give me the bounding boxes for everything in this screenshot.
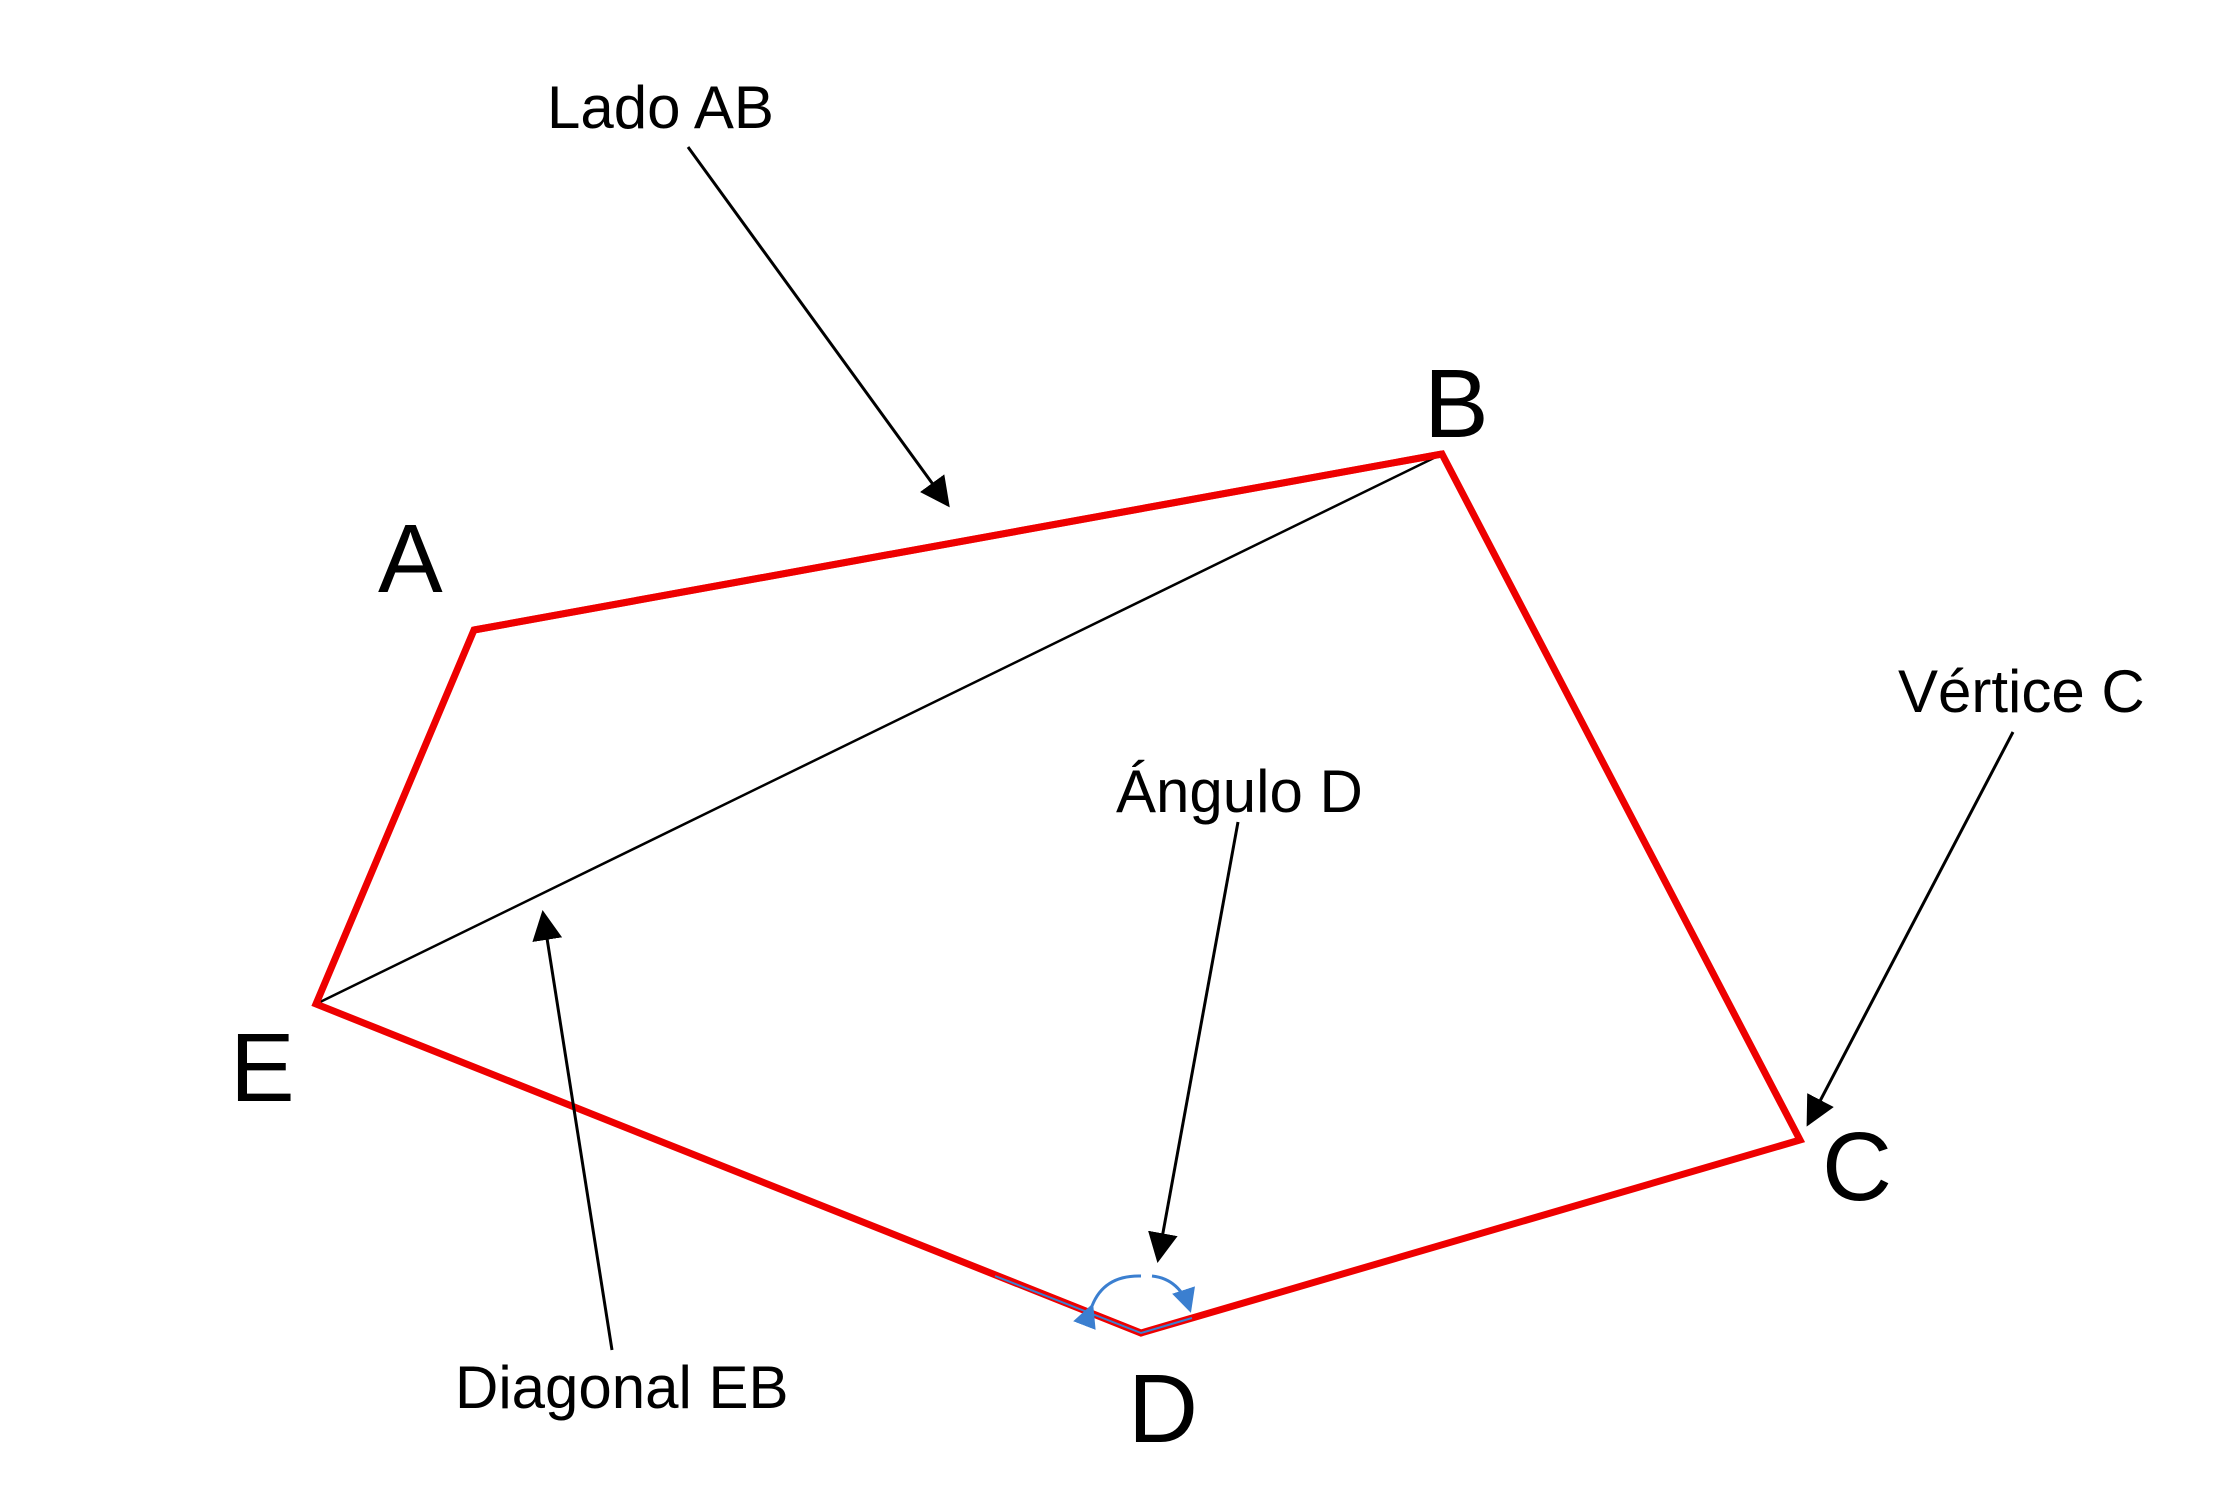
vertex-label-e: E <box>230 1013 295 1122</box>
label-side-ab: Lado AB <box>547 74 774 141</box>
arrow-diagonal-eb <box>532 910 614 1351</box>
angle-d-arc <box>1073 1274 1142 1330</box>
vertex-label-a: A <box>378 504 443 613</box>
pentagon-outline <box>311 450 1806 1337</box>
label-angle-d: Ángulo D <box>1116 758 1363 825</box>
angle-d-edge-highlight <box>994 1275 1193 1335</box>
vertex-label-b: B <box>1424 349 1489 458</box>
vertex-label-d: D <box>1128 1354 1198 1463</box>
label-diagonal-eb: Diagonal EB <box>455 1354 789 1421</box>
arrow-vertex-c <box>1806 731 2015 1127</box>
vertex-label-c: C <box>1822 1112 1892 1221</box>
angle-d-arc-right <box>1151 1274 1195 1313</box>
side-ab-line <box>473 450 1443 634</box>
diagonal-eb-line <box>315 452 1443 1006</box>
arrow-angle-d <box>1148 821 1240 1263</box>
arrow-side-ab <box>686 146 950 508</box>
label-vertex-c: Vértice C <box>1898 658 2145 725</box>
